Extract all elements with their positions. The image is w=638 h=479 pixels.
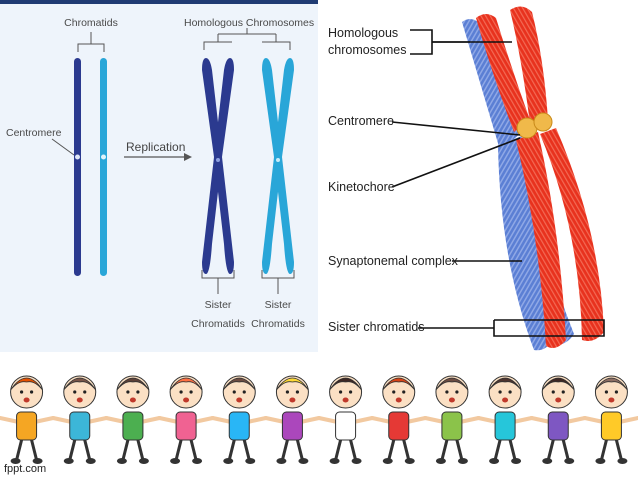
child-figure [51, 375, 109, 464]
centromere-dot-dark [74, 153, 81, 161]
kinetochore-label: Kinetochore [328, 180, 395, 194]
top-accent-bar [0, 0, 318, 4]
sister-label-light-line1: Sister [264, 299, 292, 311]
chromatids-label-dark-line2: Chromatids [191, 318, 245, 330]
chromosome-light-replicated [262, 58, 294, 274]
chromatids-label: Chromatids [64, 17, 118, 29]
child-figure [317, 375, 375, 464]
centromere-knob-right [533, 112, 553, 132]
child-figure [370, 375, 428, 464]
homologous-label-line2: chromosomes [328, 43, 407, 57]
child-figure [529, 375, 587, 464]
child-figure [423, 375, 481, 464]
homologous-bracket [203, 28, 291, 50]
child-figure [582, 375, 638, 464]
chromosome-replication-diagram [51, 28, 295, 294]
chromosome-dark-replicated [202, 58, 234, 274]
child-figure [476, 375, 534, 464]
centromere-dot-light [100, 153, 107, 161]
arrow-right-icon-head [184, 153, 192, 161]
centromere-pointer [51, 138, 75, 156]
child-figure [157, 375, 215, 464]
child-figure [263, 375, 321, 464]
sister-chromatids-brackets [201, 270, 295, 294]
centromere-label: Centromere [6, 127, 62, 139]
child-figure [210, 375, 268, 464]
meiosis-homologous-pair-diagram [391, 6, 605, 351]
children-holding-hands-illustration [0, 375, 638, 464]
child-figure [0, 375, 56, 464]
synaptonemal-complex-label: Synaptonemal complex [328, 254, 458, 268]
footer-brand: fppt.com [4, 463, 47, 475]
chromosome-light-single [100, 58, 107, 276]
chromatids-bracket [77, 32, 105, 52]
sister-label-dark-line1: Sister [204, 299, 232, 311]
centromere-right-label: Centromere [328, 114, 394, 128]
chromosome-dark-single [74, 58, 81, 276]
child-figure [104, 375, 162, 464]
homologous-chromosomes-label: Homologous Chromosomes [184, 17, 315, 29]
sister-chromatids-label: Sister chromatids [328, 320, 425, 334]
replication-label: Replication [126, 140, 186, 154]
red-homolog [476, 6, 604, 348]
chromatids-label-light-line2: Chromatids [251, 318, 305, 330]
homologous-label-line1: Homologous [328, 26, 399, 40]
right-pointer-lines [391, 29, 605, 337]
